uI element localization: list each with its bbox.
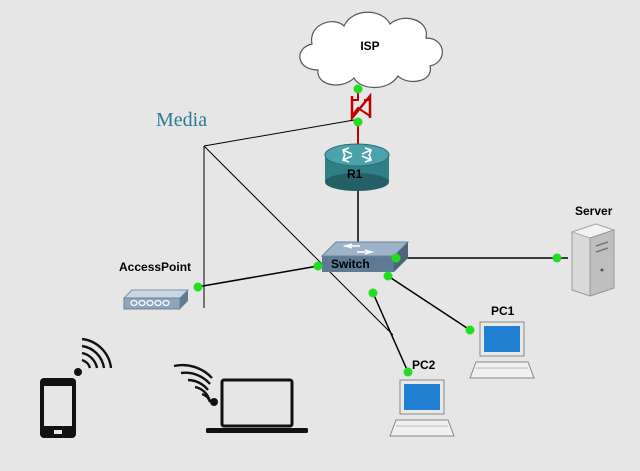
media-label: Media — [156, 109, 207, 131]
server-device[interactable]: Server — [570, 204, 616, 297]
pc2-device[interactable]: PC2 — [389, 358, 455, 437]
cloud-icon — [299, 11, 443, 89]
switch-device[interactable]: Switch — [320, 241, 410, 272]
serial-link-zigzag-outline — [350, 92, 372, 122]
link-switch-accesspoint — [196, 265, 319, 288]
wifi-icon — [173, 363, 218, 406]
smartphone-device[interactable] — [40, 337, 113, 438]
media-line-diagonal — [203, 145, 394, 336]
switch-label: Switch — [331, 257, 370, 271]
link-indicators — [193, 84, 562, 377]
pc1-device[interactable]: PC1 — [469, 304, 535, 379]
isp-label: ISP — [360, 39, 379, 53]
pc-icon — [389, 379, 455, 437]
pc-icon — [469, 321, 535, 379]
laptop-device[interactable] — [173, 363, 308, 433]
access-point-label: AccessPoint — [119, 260, 191, 274]
link-switch-pc1 — [387, 275, 471, 331]
port-server — [552, 253, 562, 263]
pc2-label: PC2 — [412, 358, 436, 372]
port-pc2 — [403, 367, 413, 377]
port-switch-server — [391, 253, 401, 263]
r1-label: R1 — [347, 167, 363, 181]
media-line-to-serial — [203, 118, 361, 147]
port-switch-pc1 — [383, 271, 393, 281]
access-point-icon — [122, 289, 190, 310]
switch-icon — [320, 241, 410, 272]
port-r1-serial — [353, 117, 363, 127]
serial-link-zigzag — [351, 93, 371, 119]
isp-cloud[interactable]: ISP — [299, 11, 443, 89]
port-switch-pc2 — [368, 288, 378, 298]
router-icon — [324, 143, 390, 191]
smartphone-icon — [40, 378, 76, 438]
port-isp — [353, 84, 363, 94]
port-pc1 — [465, 325, 475, 335]
server-icon — [570, 223, 616, 297]
access-point-device[interactable]: AccessPoint — [119, 260, 191, 310]
router-r1[interactable]: R1 — [324, 143, 390, 191]
port-switch-ap — [313, 261, 323, 271]
port-accesspoint — [193, 282, 203, 292]
links — [196, 88, 568, 373]
pc1-label: PC1 — [491, 304, 515, 318]
server-label: Server — [575, 204, 613, 218]
wifi-icon — [74, 337, 113, 376]
laptop-icon — [206, 378, 308, 433]
